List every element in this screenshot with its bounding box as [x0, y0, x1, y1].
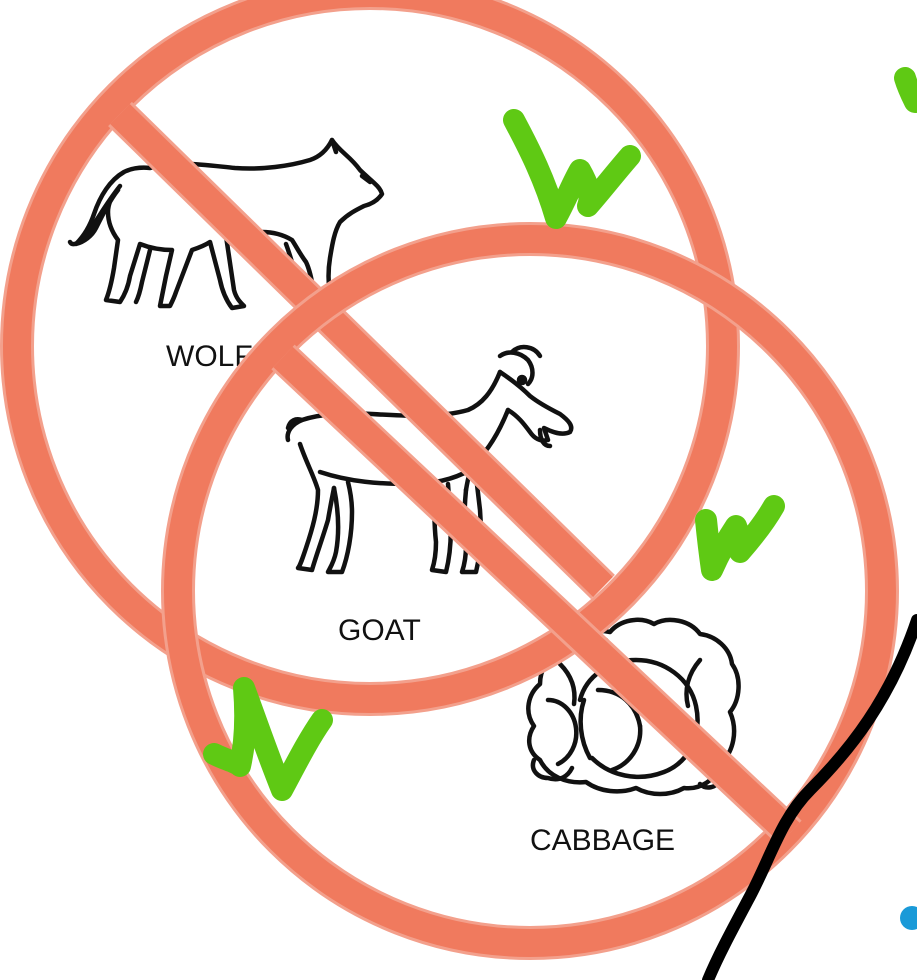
checkmark-icon-corner — [894, 67, 917, 113]
ink-curve — [702, 614, 917, 980]
checkmarks — [203, 67, 917, 801]
checkmark-icon-middle — [695, 495, 785, 581]
no-sign-icon-wolf — [0, 0, 740, 716]
checkmark-icon-top — [503, 109, 641, 229]
blue-dot — [900, 906, 917, 930]
label-goat: GOAT — [338, 614, 421, 647]
wolf-icon — [67, 137, 385, 311]
label-cabbage: CABBAGE — [530, 824, 675, 857]
no-sign-icon-goat-cabbage — [161, 222, 899, 960]
checkmark-icon-bottom — [203, 677, 333, 801]
